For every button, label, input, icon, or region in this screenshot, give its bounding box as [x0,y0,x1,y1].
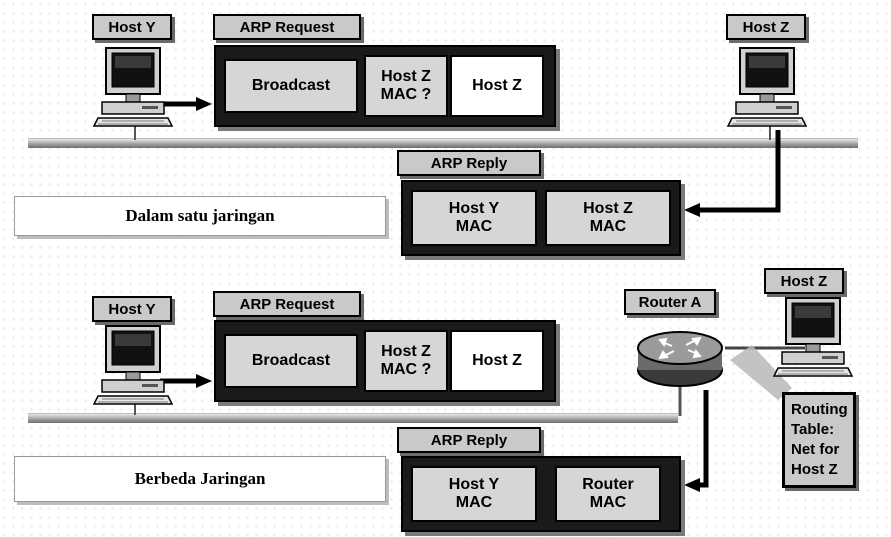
host-y-label: Host Y [92,14,172,40]
network-cable [28,138,858,148]
arrow-icon [684,390,709,492]
routing-line2: Table: [791,421,835,438]
arrow-icon [160,374,212,388]
arp-request-packet: Broadcast Host Z MAC ? Host Z [214,45,556,127]
dest-line2: MAC [455,494,493,511]
query-line2: MAC ? [380,361,432,378]
dest-line1: Host Y [448,200,500,217]
routing-line3: Net for [791,441,840,458]
arp-reply-packet: Host Y MAC Host Z MAC [401,180,681,256]
arp-reply-title: ARP Reply [397,150,541,176]
arp-request-packet: Broadcast Host Z MAC ? Host Z [214,320,556,402]
target-host-field: Host Z [450,330,544,392]
query-line1: Host Z [381,343,431,360]
network-cable [28,413,678,423]
host-y-label: Host Y [92,296,172,322]
broadcast-field: Broadcast [224,59,358,113]
routing-table-box: Routing Table: Net for Host Z [782,392,856,488]
broadcast-field: Broadcast [224,334,358,388]
query-line1: Host Z [381,68,431,85]
src-mac-field: Host Z MAC [545,190,671,246]
src-line2: MAC [589,218,627,235]
host-z-label: Host Z [764,268,844,294]
caption-different-network: Berbeda Jaringan [14,456,386,502]
src-line1: Host Z [583,200,633,217]
target-host-field: Host Z [450,55,544,117]
arp-reply-packet: Host Y MAC Router MAC [401,456,681,532]
query-line2: MAC ? [380,86,432,103]
arp-request-title: ARP Request [213,291,361,317]
arrow-icon [684,130,781,217]
host-z-label: Host Z [726,14,806,40]
router-a-label: Router A [624,289,716,315]
query-mac-field: Host Z MAC ? [364,330,448,392]
dest-mac-field: Host Y MAC [411,466,537,522]
caption-same-network: Dalam satu jaringan [14,196,386,236]
routing-line1: Routing [791,401,848,418]
routing-line4: Host Z [791,461,838,478]
dest-mac-field: Host Y MAC [411,190,537,246]
query-mac-field: Host Z MAC ? [364,55,448,117]
arp-reply-title: ARP Reply [397,427,541,453]
src-mac-field: Router MAC [555,466,661,522]
arp-request-title: ARP Request [213,14,361,40]
dest-line2: MAC [455,218,493,235]
src-line2: MAC [589,494,627,511]
src-line1: Router [582,476,634,493]
dest-line1: Host Y [448,476,500,493]
